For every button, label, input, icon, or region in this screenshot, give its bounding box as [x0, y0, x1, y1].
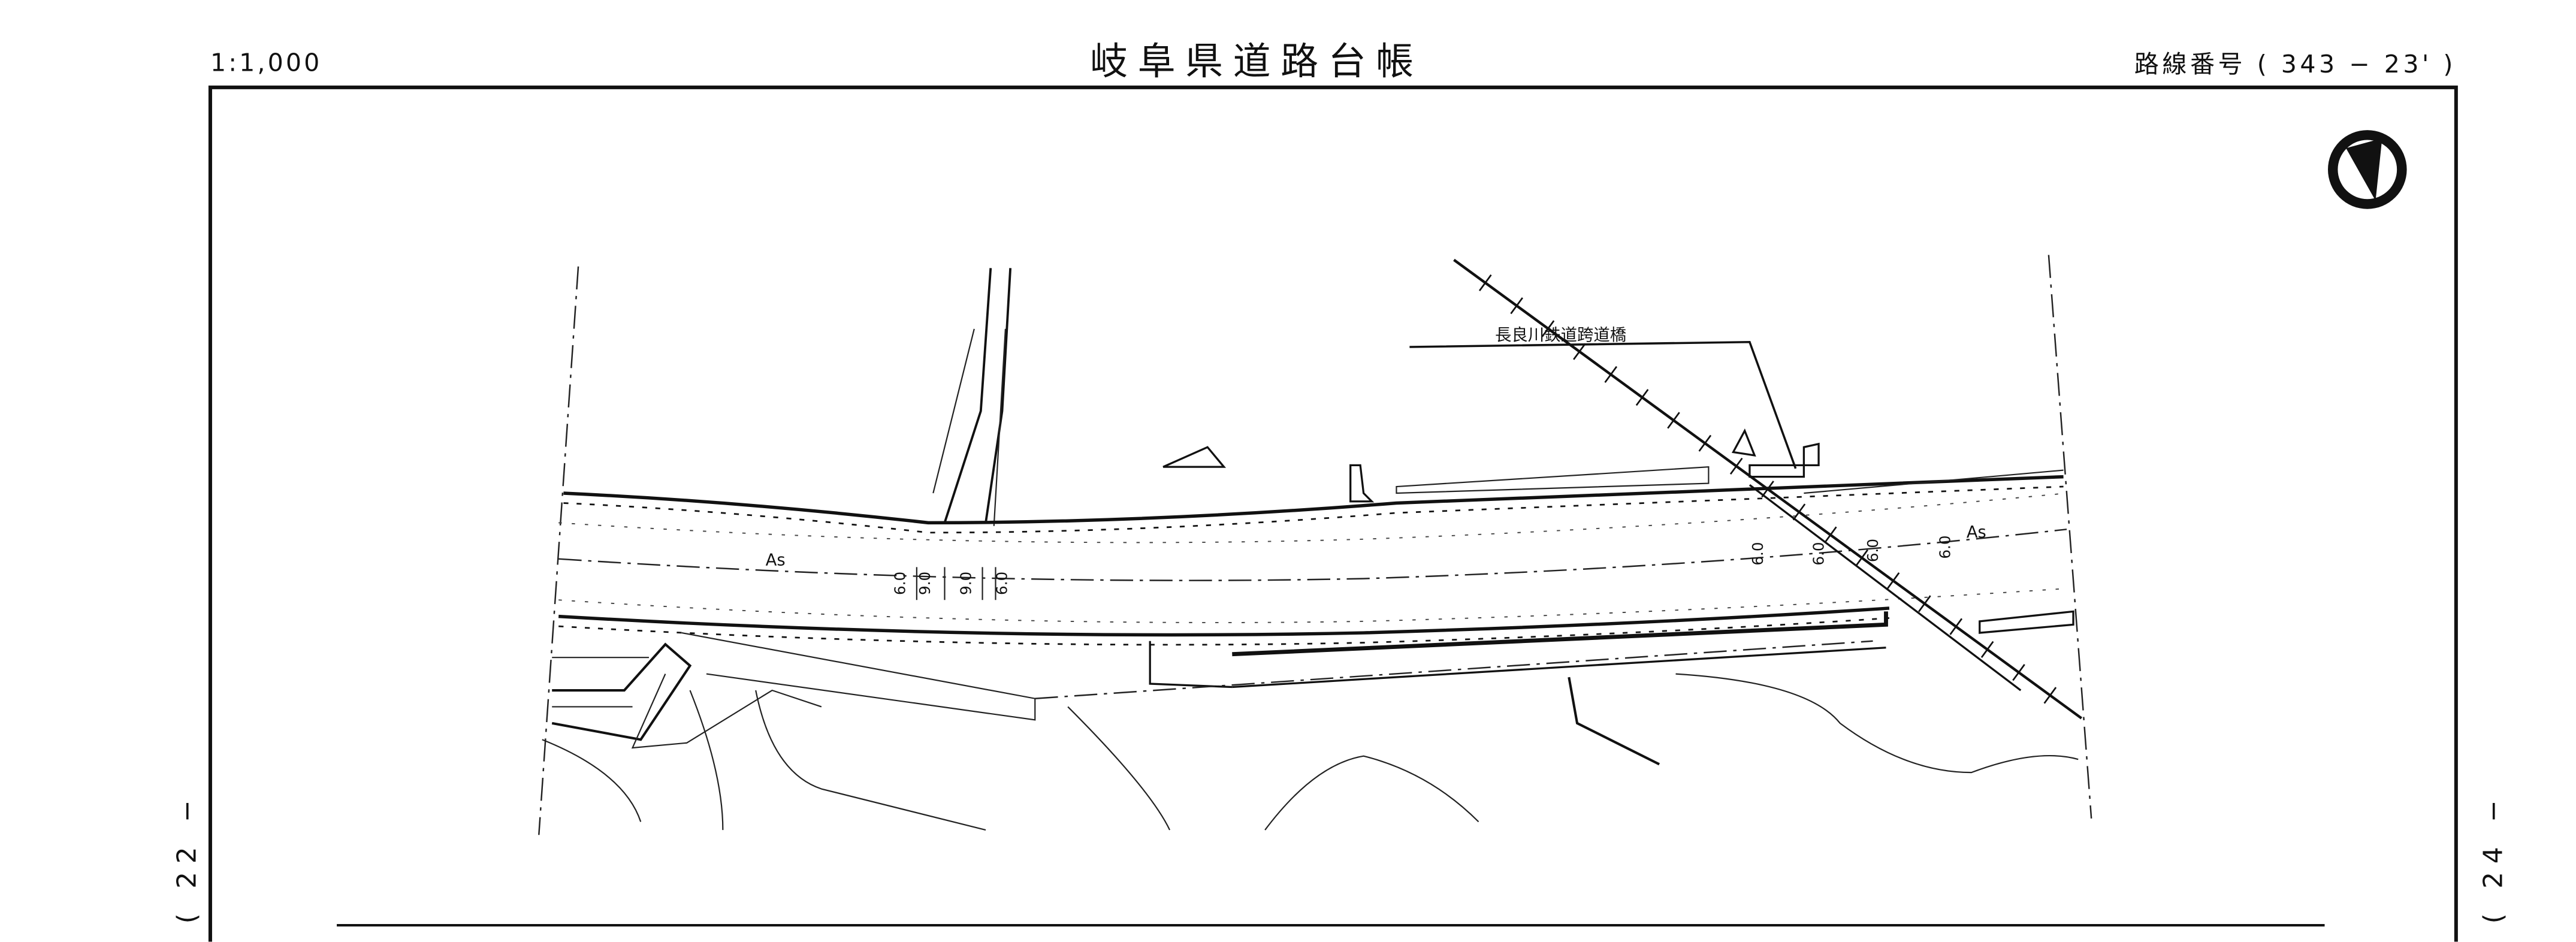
railway-ties: [1478, 274, 2057, 704]
railway-tie: [1573, 343, 1586, 360]
railway-tie: [2043, 687, 2057, 704]
railway-tie: [2012, 664, 2025, 681]
railway-tie: [1824, 526, 1837, 544]
bridge-label: 長良川鉄道跨道橋: [1495, 326, 1626, 345]
width-dimension: 6.0: [1936, 535, 1953, 558]
railway-tie: [1729, 457, 1743, 475]
surface-label: As: [1967, 523, 1986, 542]
right-page-label: ( 24 −: [2478, 792, 2509, 924]
railway-tie: [1698, 434, 1712, 452]
surface-label: As: [766, 551, 786, 570]
width-dimension: 6.0: [1810, 542, 1827, 565]
railway-tie: [1886, 572, 1900, 590]
width-dimension: 9.0: [916, 572, 934, 595]
railway-tie: [1918, 595, 1931, 612]
railway-tie: [1478, 274, 1492, 292]
left-page-label: ( 22 −: [171, 792, 202, 924]
map-area: 長良川鉄道跨道橋 As As 6.0 9.0 9.0 6.0 6.0 6.0 6…: [538, 255, 2092, 835]
railway-tie: [1980, 641, 1994, 658]
width-dimensions: 6.0 9.0 9.0 6.0 6.0 6.0 6.0 6.0: [892, 535, 1953, 600]
road-edge-south: [558, 606, 1890, 637]
width-dimension: 6.0: [1749, 542, 1766, 565]
railway-tie: [1635, 389, 1649, 406]
sheet-frame: [208, 85, 2458, 942]
railway-tie: [1792, 503, 1806, 521]
width-dimension: 6.0: [1864, 539, 1882, 562]
railway-tie: [1541, 320, 1555, 337]
railway-tie: [1855, 549, 1868, 566]
railway-tie: [1604, 366, 1618, 384]
railway-tie: [1510, 297, 1523, 315]
railway-tie: [1667, 412, 1680, 429]
railway-tie: [1761, 481, 1774, 498]
railway-tie: [1949, 618, 1963, 635]
road-edge-north: [563, 475, 2064, 525]
north-arrow-icon: [2328, 130, 2407, 209]
route-number: 路線番号 ( 343 − 23' ): [2134, 50, 2456, 78]
sheet-title: 岐阜県道路台帳: [1090, 39, 1423, 83]
scale-label: 1:1,000: [210, 48, 322, 77]
width-dimension: 6.0: [892, 572, 909, 595]
width-dimension: 9.0: [957, 572, 974, 595]
